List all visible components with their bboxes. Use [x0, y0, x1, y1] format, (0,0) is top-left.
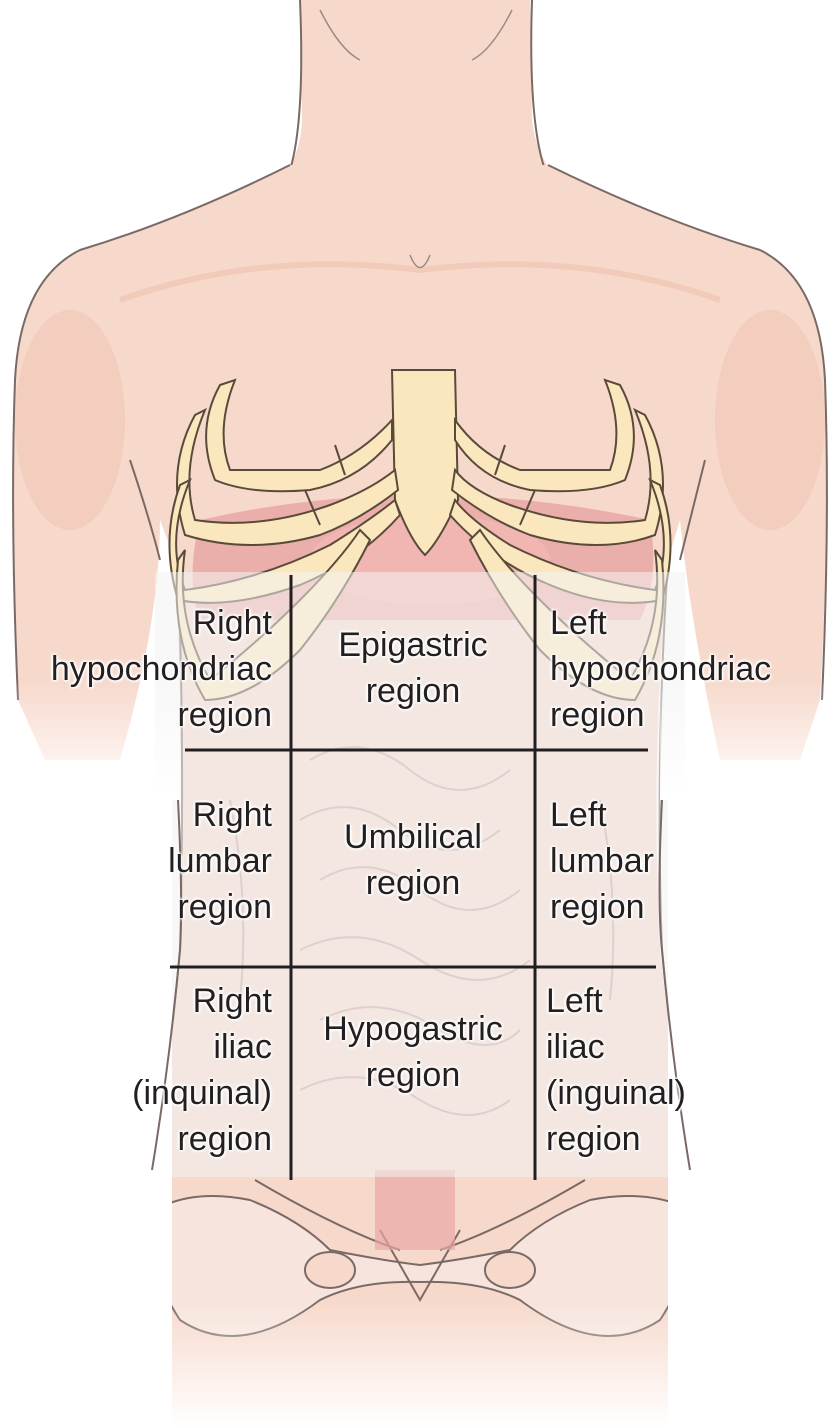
label-right-lumbar: Right lumbar region — [168, 796, 272, 926]
region-grid — [170, 575, 656, 1180]
regions-overlay — [155, 572, 685, 1177]
label-umbilical: Umbilical region — [344, 818, 482, 902]
label-left-lumbar: Left lumbar region — [550, 796, 654, 926]
label-epigastric: Epigastric region — [338, 626, 488, 710]
label-right-hypochondriac: Right hypochondriac region — [50, 604, 272, 734]
label-left-iliac: Left iliac (inguinal) region — [546, 982, 686, 1158]
label-hypogastric: Hypogastric region — [323, 1010, 503, 1094]
label-left-hypochondriac: Left hypochondriac region — [550, 604, 772, 734]
label-right-iliac: Right iliac (inquinal) region — [132, 982, 272, 1158]
